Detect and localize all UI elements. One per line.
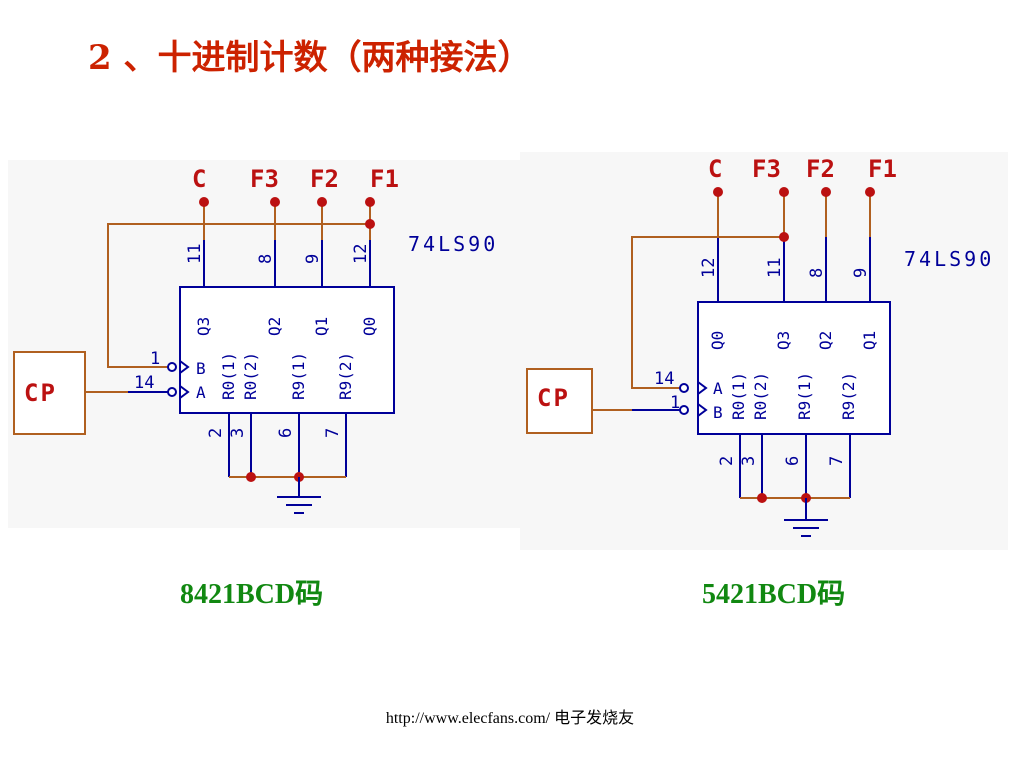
input-bubble-a bbox=[167, 387, 177, 397]
pin-number: 8 bbox=[807, 268, 827, 278]
chip-label: 74LS90 bbox=[904, 247, 994, 271]
output-node-c bbox=[713, 187, 723, 197]
cp-box bbox=[526, 368, 593, 434]
input-bubble-b bbox=[167, 362, 177, 372]
output-node-f2 bbox=[821, 187, 831, 197]
output-label-f1: F1 bbox=[370, 165, 399, 193]
signal-label: Q1 bbox=[860, 331, 879, 350]
output-node-f2 bbox=[317, 197, 327, 207]
pin-number: 12 bbox=[699, 258, 719, 278]
output-label-c: C bbox=[708, 155, 722, 183]
signal-label: R0(2) bbox=[751, 372, 770, 420]
pin-number: 11 bbox=[185, 244, 205, 264]
diagram-5421: C F3 F2 F1 74LS90 12 11 8 9 Q0 Q3 Q2 Q1 … bbox=[526, 155, 994, 537]
output-label-f3: F3 bbox=[250, 165, 279, 193]
pin-number: 11 bbox=[765, 258, 785, 278]
caption-5421bcd: 5421BCD码 bbox=[702, 579, 846, 610]
cp-box bbox=[13, 351, 86, 435]
chip-label: 74LS90 bbox=[408, 232, 498, 256]
output-label-f2: F2 bbox=[806, 155, 835, 183]
output-node-f3 bbox=[270, 197, 280, 207]
signal-label: R9(2) bbox=[839, 372, 858, 420]
wire-q0-to-b bbox=[107, 223, 370, 368]
output-node-f1 bbox=[865, 187, 875, 197]
junction-q0 bbox=[365, 219, 375, 229]
chip-74ls90 bbox=[179, 286, 395, 414]
signal-label: R9(1) bbox=[795, 372, 814, 420]
input-label-a: A bbox=[196, 383, 206, 402]
pin-number: 3 bbox=[228, 428, 248, 438]
caption-8421bcd: 8421BCD码 bbox=[180, 579, 324, 610]
slide-title: 2 、十进制计数（两种接法） bbox=[88, 38, 532, 78]
output-label-c: C bbox=[192, 165, 206, 193]
input-label-a: A bbox=[713, 379, 723, 398]
clock-triangle-b bbox=[697, 403, 708, 417]
output-node-f3 bbox=[779, 187, 789, 197]
pin-number: 8 bbox=[256, 254, 276, 264]
output-label-f1: F1 bbox=[868, 155, 897, 183]
input-label-b: B bbox=[196, 359, 206, 378]
signal-label: Q1 bbox=[312, 317, 331, 336]
pin-number: 2 bbox=[717, 456, 737, 466]
output-label-f3: F3 bbox=[752, 155, 781, 183]
pin-number: 2 bbox=[206, 428, 226, 438]
pin-number: 14 bbox=[654, 369, 674, 389]
diagram-5421-panel: C F3 F2 F1 74LS90 12 11 8 9 Q0 Q3 Q2 Q1 … bbox=[520, 152, 1008, 550]
signal-label: Q3 bbox=[194, 317, 213, 336]
signal-label: Q0 bbox=[360, 317, 379, 336]
cp-label: CP bbox=[537, 384, 570, 412]
clock-triangle-a bbox=[697, 381, 708, 395]
junction-r02 bbox=[757, 493, 767, 503]
input-bubble-b bbox=[679, 405, 689, 415]
pin-number: 1 bbox=[670, 393, 680, 413]
cp-label: CP bbox=[24, 379, 57, 407]
chip-74ls90 bbox=[697, 301, 891, 435]
signal-label: R0(1) bbox=[219, 352, 238, 400]
signal-label: Q2 bbox=[816, 331, 835, 350]
pin-number: 9 bbox=[851, 268, 871, 278]
clock-triangle-b bbox=[179, 360, 190, 374]
signal-label: R0(2) bbox=[241, 352, 260, 400]
signal-label: R0(1) bbox=[729, 372, 748, 420]
input-label-b: B bbox=[713, 403, 723, 422]
pin-number: 7 bbox=[323, 428, 343, 438]
pin-number: 12 bbox=[351, 244, 371, 264]
diagram-8421: C F3 F2 F1 74LS90 11 8 9 12 Q3 Q2 Q1 Q0 … bbox=[13, 165, 498, 514]
pin-number: 7 bbox=[827, 456, 847, 466]
output-node-c bbox=[199, 197, 209, 207]
signal-label: Q2 bbox=[265, 317, 284, 336]
pin-number: 3 bbox=[739, 456, 759, 466]
junction-q3 bbox=[779, 232, 789, 242]
output-node-f1 bbox=[365, 197, 375, 207]
diagram-8421-panel: C F3 F2 F1 74LS90 11 8 9 12 Q3 Q2 Q1 Q0 … bbox=[8, 160, 520, 528]
signal-label: R9(1) bbox=[289, 352, 308, 400]
footer-source: http://www.elecfans.com/ 电子发烧友 bbox=[385, 710, 635, 727]
signal-label: Q0 bbox=[708, 331, 727, 350]
input-bubble-a bbox=[679, 383, 689, 393]
signal-label: R9(2) bbox=[336, 352, 355, 400]
wire-q3-to-a bbox=[631, 236, 784, 389]
pin-number: 6 bbox=[276, 428, 296, 438]
pin-number: 1 bbox=[150, 349, 160, 369]
output-label-f2: F2 bbox=[310, 165, 339, 193]
clock-triangle-a bbox=[179, 385, 190, 399]
pin-number: 6 bbox=[783, 456, 803, 466]
pin-number: 9 bbox=[303, 254, 323, 264]
signal-label: Q3 bbox=[774, 331, 793, 350]
pin-number: 14 bbox=[134, 373, 154, 393]
junction-r02 bbox=[246, 472, 256, 482]
